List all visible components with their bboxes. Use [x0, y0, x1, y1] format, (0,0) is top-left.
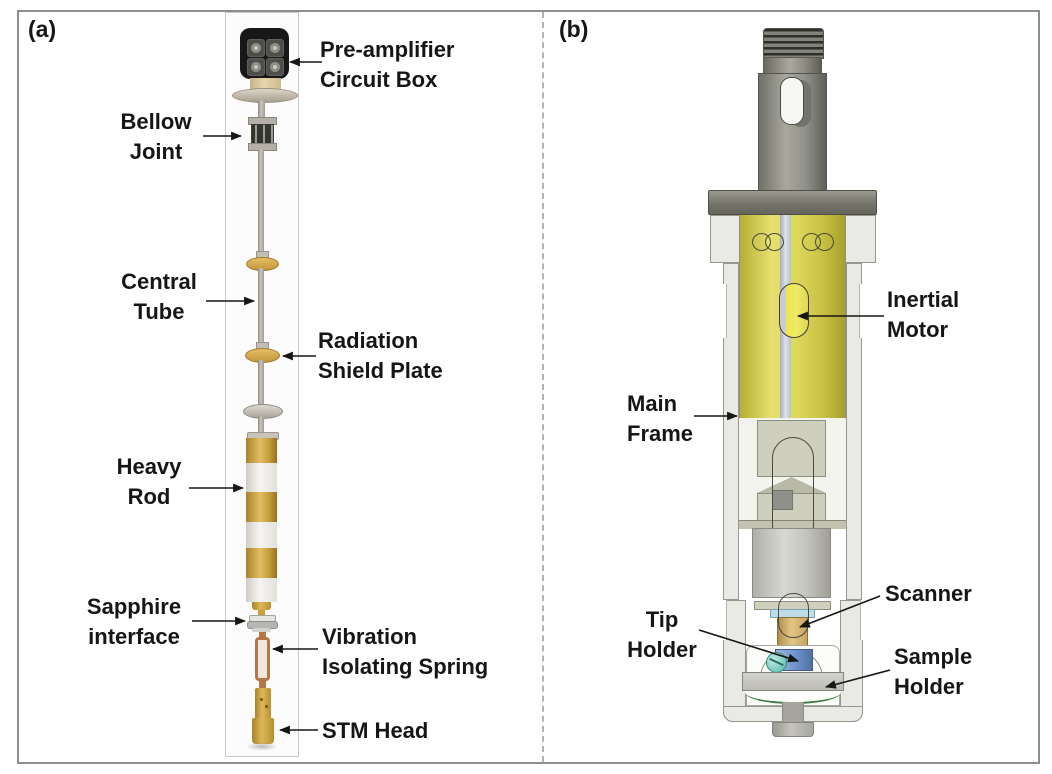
central-tube-mid	[258, 268, 264, 349]
stm-head-hole	[265, 705, 268, 708]
label-heavy-rod: Heavy Rod	[116, 454, 182, 509]
bellow-joint	[251, 124, 274, 145]
label-pre-amplifier: Pre-amplifier Circuit Box	[320, 37, 455, 92]
sapphire-stem	[258, 610, 265, 617]
label-vibration-isolating-spring: Vibration Isolating Spring	[322, 624, 489, 679]
label-main-frame: Main Frame	[627, 391, 694, 446]
cup-notch-left	[721, 600, 727, 640]
panel-a-tag: (a)	[28, 16, 57, 42]
label-bellow-joint: Bellow Joint	[120, 109, 192, 164]
rod-to-heavy-rod	[258, 416, 264, 433]
panel-b-tag: (b)	[559, 16, 589, 42]
upper-rod	[258, 100, 265, 119]
sample-stem	[782, 702, 804, 722]
shaft-neck	[763, 57, 822, 74]
scanner-outline	[778, 593, 809, 638]
stm-head-hole	[260, 698, 263, 701]
shaft-threads	[763, 28, 824, 59]
label-scanner: Scanner	[885, 581, 972, 606]
inertial-motor-window	[779, 283, 809, 338]
spring-bottom-hook	[259, 680, 266, 688]
heavy-rod-gold-band	[246, 492, 277, 522]
vibration-isolating-spring	[255, 637, 270, 681]
motor-ring	[765, 233, 784, 251]
tip-screw	[766, 652, 787, 673]
cup-notch-right	[860, 600, 866, 640]
label-tip-holder: Tip Holder	[627, 607, 697, 662]
screw-slot	[769, 657, 784, 667]
shaft-slot	[780, 77, 804, 125]
label-inertial-motor: Inertial Motor	[887, 287, 960, 342]
bottom-stub	[772, 722, 814, 737]
preamp-connector	[247, 39, 265, 57]
wall-notch-right	[859, 284, 865, 338]
main-flange	[708, 190, 877, 215]
preamp-connector	[247, 58, 265, 76]
wall-notch-left	[721, 284, 727, 338]
piston-cylinder	[752, 528, 831, 598]
stm-head-upper	[255, 688, 271, 718]
panel-divider	[542, 12, 544, 762]
stm-head	[252, 718, 274, 744]
label-stm-head: STM Head	[322, 718, 429, 743]
heavy-rod-white-band	[246, 578, 277, 602]
heavy-rod-white-band	[246, 522, 277, 548]
main-frame-wall-left	[723, 263, 739, 600]
central-tube-lower	[258, 360, 264, 405]
heavy-rod-gold-band	[246, 548, 277, 578]
heavy-rod-tip	[252, 602, 271, 610]
figure-border	[17, 10, 1040, 764]
label-sapphire-interface: Sapphire interface	[86, 594, 182, 649]
central-tube	[258, 149, 264, 258]
cavity-floor	[739, 520, 846, 529]
sample-holder-plate	[742, 672, 844, 691]
preamp-connector	[266, 58, 284, 76]
spring-top-hook	[259, 632, 266, 639]
label-radiation-shield-plate: Radiation Shield Plate	[318, 328, 443, 383]
sapphire-interface-lower	[252, 628, 271, 632]
motor-ring	[815, 233, 834, 251]
stm-head-shadow	[246, 742, 278, 751]
preamp-connector	[266, 39, 284, 57]
label-central-tube: Central Tube	[121, 269, 197, 324]
top-flange-disc	[232, 88, 298, 103]
heavy-rod-gold-band	[246, 438, 277, 463]
label-sample-holder: Sample Holder	[894, 644, 973, 699]
heavy-rod-white-band	[246, 463, 277, 492]
